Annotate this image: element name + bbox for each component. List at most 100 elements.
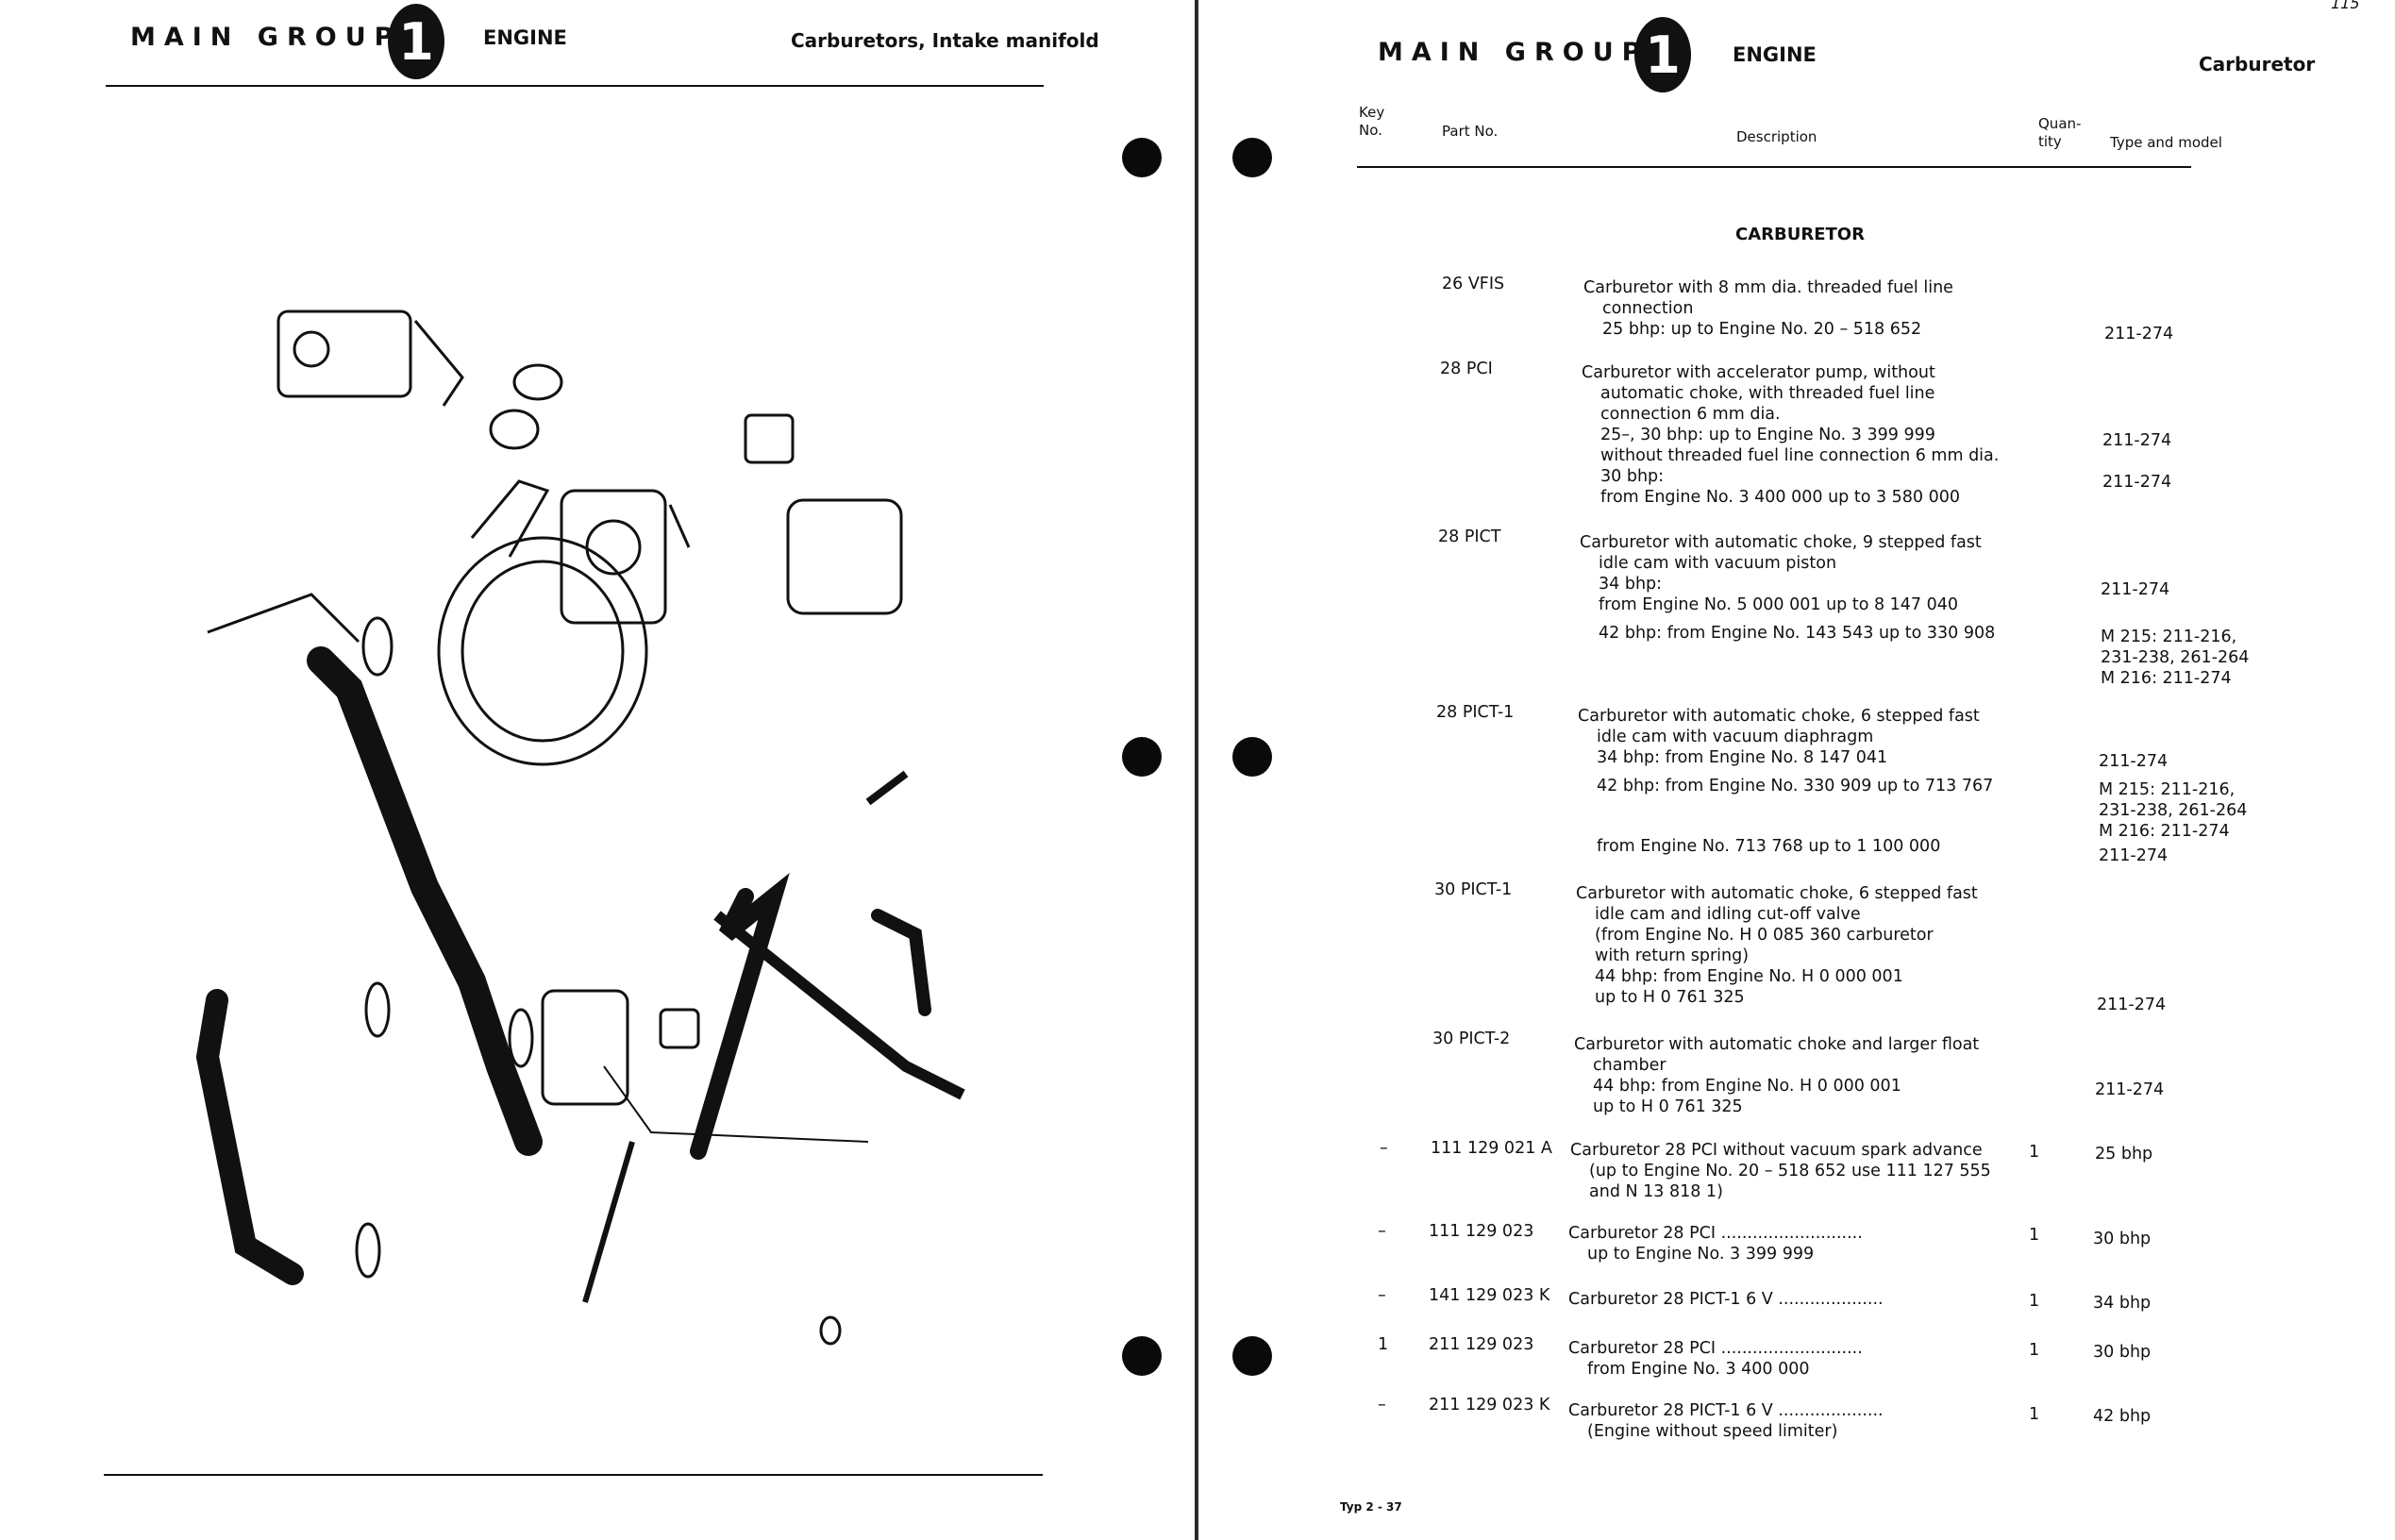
intake-manifold-pipe <box>690 873 790 1160</box>
group-number-right: 1 <box>1645 25 1681 85</box>
part-number: 211 129 023 K <box>1429 1396 1550 1414</box>
binder-hole-bottom <box>1122 1336 1162 1376</box>
part-qty: 1 <box>2029 1226 2040 1245</box>
small-carburetor-sketch <box>276 310 412 398</box>
group-number: 1 <box>398 11 434 72</box>
group-name-right-text: ENGINE <box>1733 43 1817 66</box>
section-title-text: Carburetors, Intake manifold <box>791 29 1099 52</box>
ring-2 <box>489 409 540 450</box>
entry-type: 211-274 <box>2101 580 2170 599</box>
group-name-right: ENGINE <box>1733 43 1817 66</box>
desc-line: Carburetor with 8 mm dia. threaded fuel … <box>1583 278 1953 297</box>
spring <box>668 504 691 548</box>
desc-line: Carburetor 28 PICT-1 6 V ...............… <box>1568 1290 1884 1309</box>
ring-5 <box>355 1222 381 1279</box>
desc-line: from Engine No. 713 768 up to 1 100 000 <box>1597 837 1941 856</box>
entry-part: 30 PICT-2 <box>1432 1029 1511 1048</box>
part-description: Carburetor 28 PICT-1 6 V ...............… <box>1568 1400 2012 1442</box>
hose <box>871 909 931 1016</box>
section-title-right-text: Carburetor <box>2199 53 2316 75</box>
col-key-no: Key No. <box>1359 104 1385 139</box>
binder-hole-bottom-right <box>1232 1336 1272 1376</box>
desc-line: connection 6 mm dia. <box>1600 405 1781 424</box>
left-page: MAIN GROUP 1 ENGINE Carburetors, Intake … <box>0 0 1197 1540</box>
part-type: 42 bhp <box>2093 1407 2152 1426</box>
group-name: ENGINE <box>483 26 567 49</box>
col-type-model: Type and model <box>2110 134 2222 151</box>
desc-line: idle cam with vacuum diaphragm <box>1597 728 1874 746</box>
part-type: 25 bhp <box>2095 1145 2153 1163</box>
entry-description: Carburetor with 8 mm dia. threaded fuel … <box>1583 277 2027 340</box>
desc-line: Carburetor with automatic choke and larg… <box>1574 1035 1980 1054</box>
desc-line: Carburetor 28 PCI ......................… <box>1568 1339 1863 1358</box>
desc-line: 25–, 30 bhp: up to Engine No. 3 399 999 <box>1600 426 1935 444</box>
part-key: – <box>1378 1222 1386 1241</box>
desc-line: and N 13 818 1) <box>1589 1182 1723 1201</box>
choke-assembly <box>786 498 903 615</box>
part-key: – <box>1378 1396 1386 1414</box>
manifold-branch <box>713 911 965 1100</box>
binder-hole-middle-right <box>1232 737 1272 777</box>
throttle-cable <box>603 1065 869 1143</box>
desc-line: 44 bhp: from Engine No. H 0 000 001 <box>1595 967 1903 986</box>
part-number: 211 129 023 <box>1429 1335 1534 1354</box>
page-footer: Typ 2 - 37 <box>1340 1500 1402 1514</box>
binder-hole-top <box>1122 138 1162 177</box>
cable-rod <box>582 1141 635 1303</box>
left-header: MAIN GROUP <box>130 23 401 52</box>
lower-tube <box>195 989 304 1285</box>
desc-line: 44 bhp: from Engine No. H 0 000 001 <box>1593 1077 1901 1096</box>
desc-line: Carburetor 28 PICT-1 6 V ...............… <box>1568 1401 1884 1420</box>
entry-type: 211-274 <box>2102 473 2172 492</box>
entry-description: Carburetor with automatic choke, 6 stepp… <box>1578 706 2021 857</box>
main-group-label: MAIN GROUP <box>130 23 402 52</box>
ring-6 <box>508 1008 534 1068</box>
binder-hole-top-right <box>1232 138 1272 177</box>
desc-line: Carburetor 28 PCI ......................… <box>1568 1224 1863 1243</box>
entry-type: 211-274 <box>2102 431 2172 450</box>
desc-line: 42 bhp: from Engine No. 143 543 up to 33… <box>1599 624 1996 643</box>
desc-line: from Engine No. 3 400 000 <box>1587 1360 1810 1379</box>
col-part-no: Part No. <box>1442 123 1499 140</box>
column-header-rule <box>1357 166 2191 168</box>
desc-line: up to H 0 761 325 <box>1595 988 1745 1007</box>
part-description: Carburetor 28 PCI ......................… <box>1568 1223 2012 1264</box>
exploded-parts-diagram <box>195 310 965 1346</box>
part-number: 141 129 023 K <box>1429 1286 1550 1305</box>
entry-description: Carburetor with automatic choke, 9 stepp… <box>1580 532 2023 644</box>
part-description: Carburetor 28 PCI without vacuum spark a… <box>1570 1140 2014 1202</box>
desc-line: automatic choke, with threaded fuel line <box>1600 384 1935 403</box>
cover-plate <box>744 413 795 464</box>
entry-type: 231-238, 261-264 <box>2099 801 2248 820</box>
header-rule <box>106 85 1044 87</box>
col-quantity: Quan- tity <box>2038 115 2082 150</box>
desc-line: idle cam with vacuum piston <box>1599 554 1837 573</box>
carb-lever <box>413 320 464 407</box>
part-qty: 1 <box>2029 1143 2040 1162</box>
desc-line: from Engine No. 3 400 000 up to 3 580 00… <box>1600 488 1961 507</box>
rod <box>865 770 909 806</box>
entry-type: M 216: 211-274 <box>2101 669 2232 688</box>
main-group-label-right: MAIN GROUP <box>1378 38 1650 67</box>
entry-description: Carburetor with accelerator pump, withou… <box>1582 362 2025 508</box>
desc-line: 30 bhp: <box>1600 467 1665 486</box>
part-type: 30 bhp <box>2093 1230 2152 1248</box>
air-cleaner-snorkel <box>470 479 550 558</box>
part-qty: 1 <box>2029 1405 2040 1424</box>
desc-line: connection <box>1602 299 1694 318</box>
part-description: Carburetor 28 PICT-1 6 V ...............… <box>1568 1289 2012 1310</box>
carb-detail <box>293 330 330 368</box>
group-name-text: ENGINE <box>483 26 567 49</box>
desc-line: (Engine without speed limiter) <box>1587 1422 1838 1441</box>
desc-line: chamber <box>1593 1056 1666 1075</box>
bracket <box>207 593 360 644</box>
part-key: 1 <box>1378 1335 1389 1354</box>
entry-type: M 215: 211-216, <box>2101 628 2237 646</box>
desc-line: Carburetor with automatic choke, 9 stepp… <box>1580 533 1982 552</box>
carburetor-heading: CARBURETOR <box>1735 225 1865 244</box>
desc-line: 25 bhp: up to Engine No. 20 – 518 652 <box>1602 320 1922 339</box>
flange-gasket <box>659 1008 700 1049</box>
desc-line: idle cam and idling cut-off valve <box>1595 905 1861 924</box>
entry-part: 28 PCI <box>1440 360 1493 378</box>
binder-hole-middle <box>1122 737 1162 777</box>
